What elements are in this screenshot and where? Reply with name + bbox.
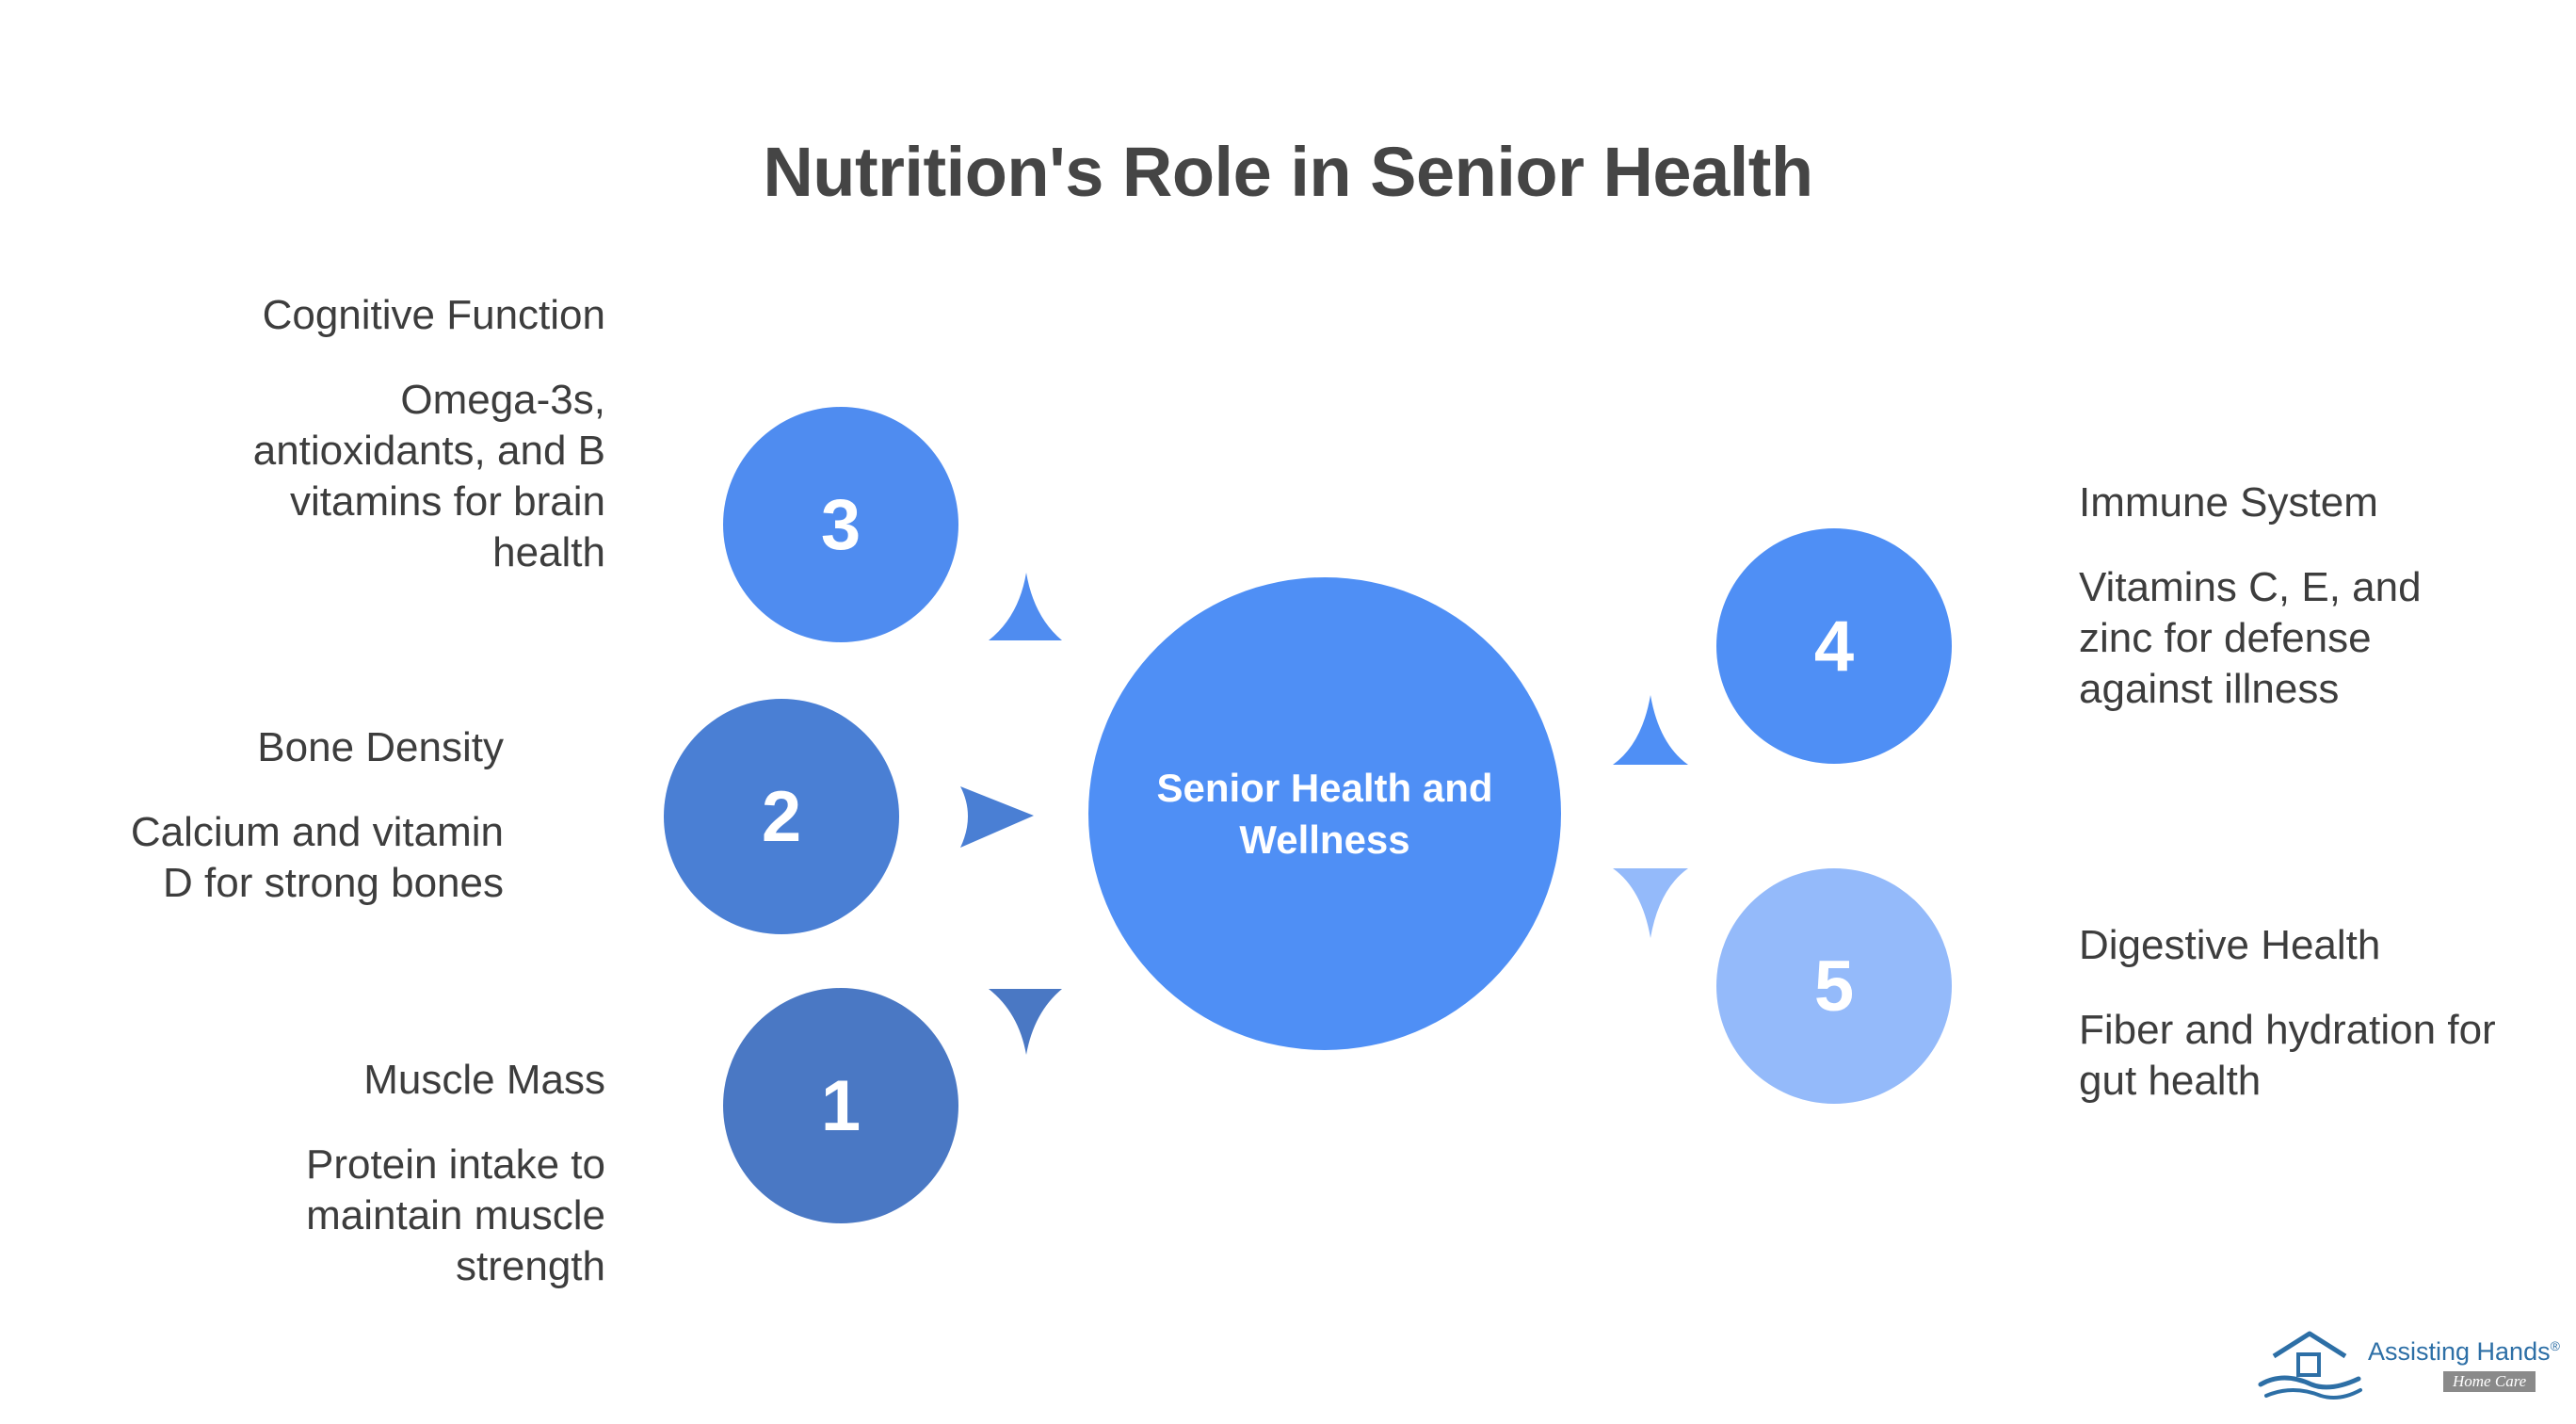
home-hand-icon xyxy=(2258,1331,2362,1400)
item-5-description: Fiber and hydration for gut health xyxy=(2079,1007,2496,1104)
center-circle: Senior Health and Wellness xyxy=(1088,577,1561,1050)
item-2-text: Bone Density Calcium and vitamin D for s… xyxy=(71,722,504,909)
item-1-number: 1 xyxy=(820,1065,861,1146)
diagram-title: Nutrition's Role in Senior Health xyxy=(763,133,1813,211)
item-5-text: Digestive Health Fiber and hydration for… xyxy=(2079,920,2512,1107)
logo-registered-mark: ® xyxy=(2550,1338,2560,1353)
item-2-heading: Bone Density xyxy=(257,724,504,770)
item-1-circle: 1 xyxy=(723,988,958,1223)
assisting-hands-logo: Assisting Hands® Home Care xyxy=(2255,1319,2566,1413)
item-1-description: Protein intake to maintain muscle streng… xyxy=(306,1141,605,1289)
connector-arrow-4 xyxy=(1613,695,1688,765)
item-4-text: Immune System Vitamins C, E, and zinc fo… xyxy=(2079,477,2474,715)
connector-arrow-1 xyxy=(989,989,1062,1055)
logo-name: Assisting Hands xyxy=(2368,1337,2551,1366)
item-4-number: 4 xyxy=(1813,606,1855,687)
item-5-heading: Digestive Health xyxy=(2079,922,2381,968)
logo-subtitle: Home Care xyxy=(2443,1371,2536,1392)
item-5-number: 5 xyxy=(1813,946,1855,1027)
connector-arrow-2 xyxy=(960,786,1034,848)
item-3-circle: 3 xyxy=(723,407,958,642)
item-1-text: Muscle Mass Protein intake to maintain m… xyxy=(78,1055,605,1292)
item-3-heading: Cognitive Function xyxy=(262,292,605,338)
connector-arrow-3 xyxy=(989,573,1062,640)
item-4-description: Vitamins C, E, and zinc for defense agai… xyxy=(2079,564,2422,712)
item-3-description: Omega-3s, antioxidants, and B vitamins f… xyxy=(252,377,605,575)
item-2-number: 2 xyxy=(761,776,802,857)
connector-arrow-5 xyxy=(1613,868,1688,938)
item-1-heading: Muscle Mass xyxy=(363,1057,605,1103)
item-3-text: Cognitive Function Omega-3s, antioxidant… xyxy=(78,290,605,578)
item-4-circle: 4 xyxy=(1716,528,1952,764)
item-2-circle: 2 xyxy=(664,699,899,934)
item-5-circle: 5 xyxy=(1716,868,1952,1104)
item-2-description: Calcium and vitamin D for strong bones xyxy=(130,809,504,906)
center-label: Senior Health and Wellness xyxy=(1156,766,1493,862)
item-4-heading: Immune System xyxy=(2079,479,2378,526)
item-3-number: 3 xyxy=(820,484,861,565)
